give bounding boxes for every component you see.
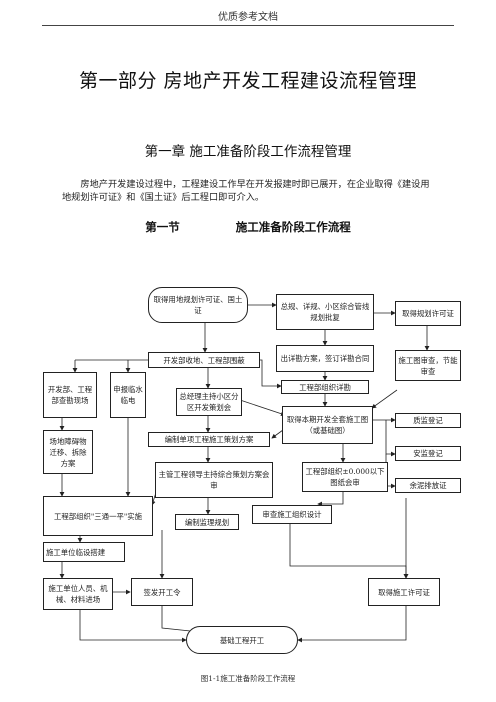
planning-permit-box: 取得规划许可证 — [395, 301, 461, 326]
site-work-box: 开发部收地、工程部围蔽 — [148, 352, 260, 368]
intro-paragraph: 房地产开发建设过程中，工程建设工作早在开发报建时即已展开，在企业取得《建设用地规… — [62, 179, 430, 203]
section-number: 第一节 — [145, 220, 180, 234]
organize-survey-box: 工程部组织详勘 — [281, 380, 369, 394]
below-zero-review-box: 工程部组织±0.000以下图纸会审 — [302, 462, 388, 492]
dev-dept-box: 开发部、工程部查勘现场 — [43, 372, 97, 418]
survey-plan-box: 出详勘方案，签订详勘合同 — [276, 345, 374, 372]
design-drawings-box: 取得本期开发全套施工图（或基础图） — [282, 406, 373, 444]
figure-caption: 图1-1施工准备阶段工作流程 — [200, 674, 296, 683]
part-title: 第一部分 房地产开发工程建设流程管理 — [78, 70, 418, 92]
utilities-box: 申报临水临电 — [110, 372, 146, 418]
page-header: 优质参考文档 — [0, 0, 496, 30]
header-text: 优质参考文档 — [218, 12, 278, 23]
start-order-box: 签发开工令 — [131, 578, 193, 606]
foundation-start-box: 基础工程开工 — [186, 626, 298, 654]
chapter-title: 第一章 施工准备阶段工作流程管理 — [144, 144, 352, 160]
supervision-plan-box: 编制监理规划 — [175, 514, 239, 530]
construction-design-box: 审查施工组织设计 — [252, 505, 332, 524]
header-rule — [42, 25, 454, 26]
construction-permit-box: 取得施工许可证 — [368, 578, 440, 606]
temp-facilities-box: 施工单位临设搭建 — [43, 542, 125, 562]
detail-plan-box: 总规、详规、小区综合管线规划批复 — [276, 294, 374, 330]
general-manager-box: 总经理主持小区分区开发策划会 — [176, 388, 242, 416]
section-title: 第一节 施工准备阶段工作流程 — [0, 219, 496, 235]
mobilize-box: 施工单位人员、机械、材料进场 — [43, 578, 113, 610]
quality-reg-box: 质监登记 — [395, 413, 461, 428]
section-name: 施工准备阶段工作流程 — [235, 220, 351, 234]
construction-plan-box: 编制单项工程施工策划方案 — [148, 432, 270, 447]
leader-review-box: 主管工程领导主持综合策划方案会审 — [155, 462, 273, 498]
demolition-box: 场地障碍物迁移、拆除方案 — [43, 430, 93, 474]
start-box: 取得用地规划许可证、国土证 — [148, 287, 248, 323]
waste-permit-box: 余泥排放证 — [395, 478, 461, 493]
three-one-box: 工程部组织"三通一平"实施 — [43, 496, 153, 536]
safety-reg-box: 安监登记 — [395, 446, 461, 461]
drawing-review-box: 施工图审查，节能审查 — [395, 350, 461, 381]
